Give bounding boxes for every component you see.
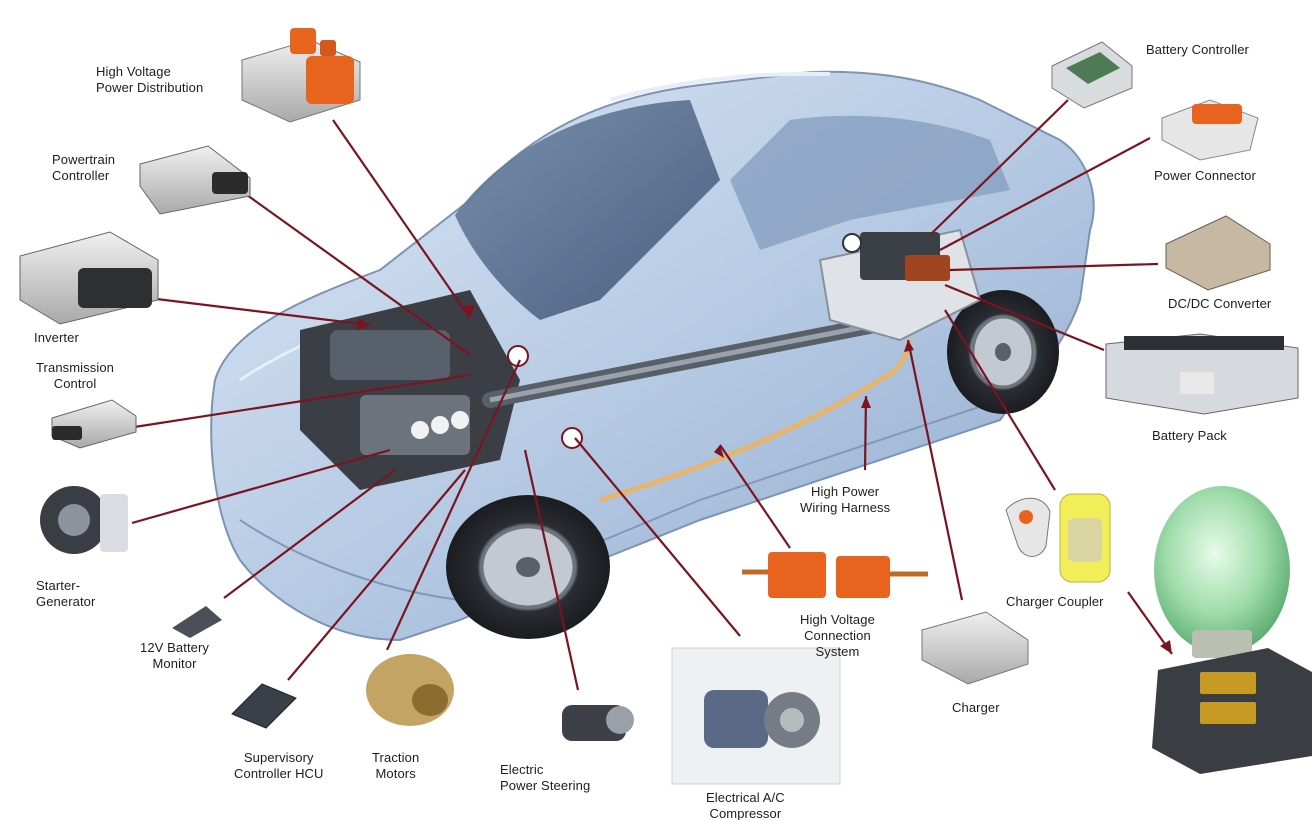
label-ac-compressor: Electrical A/C Compressor: [706, 790, 785, 820]
label-supervisory-controller: Supervisory Controller HCU: [234, 750, 324, 781]
label-traction-motors: Traction Motors: [372, 750, 420, 781]
power-connector-icon: [1161, 99, 1259, 161]
battery-pack-icon: [1105, 333, 1299, 415]
label-charger: Charger: [952, 700, 1000, 715]
label-battery-controller: Battery Controller: [1146, 42, 1249, 57]
leader-power-steering: [523, 449, 580, 691]
hcu-icon: [231, 683, 297, 729]
leader-12v-monitor: [223, 469, 396, 599]
charger-icon: [921, 611, 1029, 685]
leader-power-connector: [939, 137, 1151, 251]
leader-arrowheads: [357, 305, 1172, 654]
leader-starter-generator: [131, 448, 391, 525]
label-dcdc-converter: DC/DC Converter: [1168, 296, 1272, 311]
leader-lines: [127, 99, 1173, 691]
engine-assembly: [300, 228, 982, 503]
leader-dcdc: [949, 262, 1159, 272]
inverter-icon: [19, 231, 159, 325]
leader-traction-motors: [386, 359, 521, 651]
label-powertrain-controller: Powertrain Controller: [52, 152, 116, 183]
12v-battery-monitor-icon: [172, 606, 222, 638]
battery-controller-icon: [1051, 41, 1133, 109]
leader-charger: [906, 339, 964, 601]
leader-inverter: [131, 294, 371, 327]
label-hv-power-distribution: High Voltage Power Distribution: [96, 64, 204, 95]
lightbulb-icon: [1152, 486, 1312, 774]
label-12v-battery-monitor: 12V Battery Monitor: [140, 640, 210, 671]
front-wheel: [446, 495, 610, 639]
leader-battery-controller: [929, 99, 1069, 236]
leader-hv-distribution: [332, 119, 471, 319]
label-inverter: Inverter: [34, 330, 79, 345]
label-transmission-control: Transmission Control: [36, 360, 115, 391]
label-electric-power-steering: Electric Power Steering: [500, 762, 591, 793]
charger-coupler-icon: [1005, 493, 1111, 583]
label-charger-coupler: Charger Coupler: [1006, 594, 1104, 609]
car-body: [210, 70, 1095, 642]
leader-charger-coupler: [944, 309, 1056, 491]
leader-wiring-harness: [863, 395, 868, 471]
power-steering-icon: [562, 705, 634, 741]
ac-compressor-icon: [671, 647, 841, 785]
starter-generator-icon: [40, 486, 128, 554]
leader-hcu: [287, 469, 466, 681]
hv-connection-icon: [742, 552, 928, 598]
label-starter-generator: Starter- Generator: [36, 578, 96, 609]
transmission-control-icon: [51, 399, 137, 449]
leader-powertrain-controller: [239, 189, 471, 356]
powertrain-controller-icon: [139, 145, 251, 215]
label-power-connector: Power Connector: [1154, 168, 1256, 183]
label-high-power-wiring-harness: High Power Wiring Harness: [800, 484, 891, 515]
leader-hv-connection: [719, 444, 791, 549]
leader-battery-pack: [944, 283, 1105, 352]
traction-motor-icon: [364, 650, 464, 738]
hv-power-distribution-icon: [241, 28, 361, 123]
label-battery-pack: Battery Pack: [1152, 428, 1227, 443]
label-hv-connection-system: High Voltage Connection System: [800, 612, 875, 659]
dcdc-converter-icon: [1165, 215, 1271, 291]
leader-transmission-control: [127, 373, 471, 430]
leader-ac-compressor: [574, 437, 741, 637]
